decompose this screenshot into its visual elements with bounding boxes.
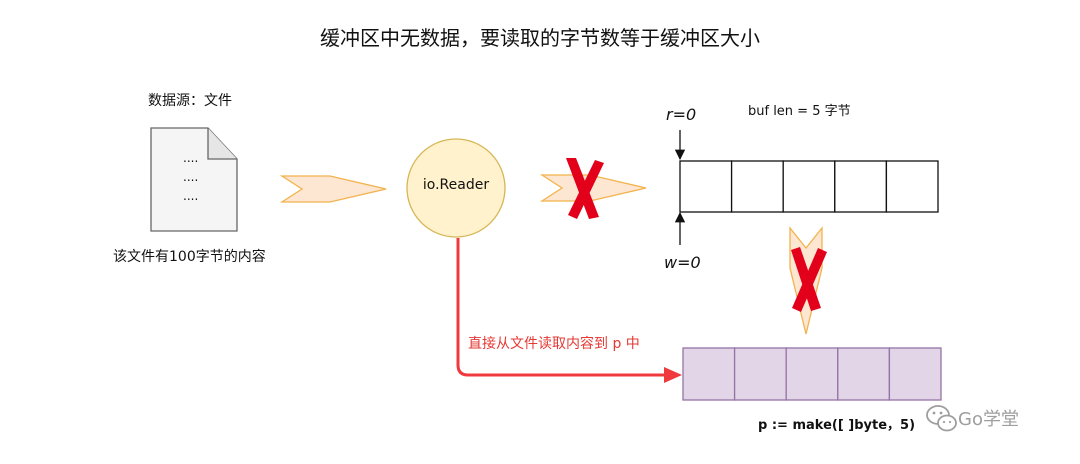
read-pointer-label: r=0 bbox=[666, 105, 697, 124]
p-slice-cell bbox=[888, 347, 942, 401]
p-slice-cells bbox=[682, 347, 942, 401]
write-pointer-label: w=0 bbox=[664, 253, 701, 272]
direct-read-arrowhead bbox=[664, 367, 682, 383]
buffer-cells bbox=[679, 160, 939, 213]
watermark-brand: Go学堂 bbox=[958, 409, 1019, 430]
buffer-cell bbox=[679, 160, 733, 213]
document-icon bbox=[150, 127, 238, 232]
direct-read-label: 直接从文件读取内容到 p 中 bbox=[468, 336, 640, 352]
doc-line: .... bbox=[183, 189, 199, 203]
direct-read-arrow bbox=[456, 238, 666, 377]
blocked-x-icon-vertical bbox=[791, 247, 827, 312]
p-slice-cell bbox=[837, 347, 891, 401]
buffer-cell bbox=[782, 160, 836, 213]
buffer-length-label: buf len = 5 字节 bbox=[748, 104, 851, 119]
reader-label: io.Reader bbox=[422, 177, 490, 193]
p-slice-cell bbox=[785, 347, 839, 401]
p-slice-cell bbox=[682, 347, 736, 401]
source-label: 数据源：文件 bbox=[148, 93, 232, 109]
wechat-icon bbox=[926, 405, 957, 432]
doc-line: .... bbox=[183, 170, 199, 184]
doc-line: .... bbox=[183, 151, 199, 165]
diagram-title: 缓冲区中无数据，要读取的字节数等于缓冲区大小 bbox=[320, 26, 760, 50]
source-to-reader-arrow bbox=[279, 175, 387, 203]
source-description: 该文件有100字节的内容 bbox=[113, 249, 266, 265]
p-slice-code-label: p := make([ ]byte，5) bbox=[758, 418, 916, 433]
blocked-x-icon-horizontal bbox=[566, 158, 604, 219]
reader-node bbox=[406, 138, 506, 238]
buffer-cell bbox=[834, 160, 888, 213]
buffer-cell bbox=[885, 160, 939, 213]
buffer-cell bbox=[730, 160, 784, 213]
p-slice-cell bbox=[733, 347, 787, 401]
